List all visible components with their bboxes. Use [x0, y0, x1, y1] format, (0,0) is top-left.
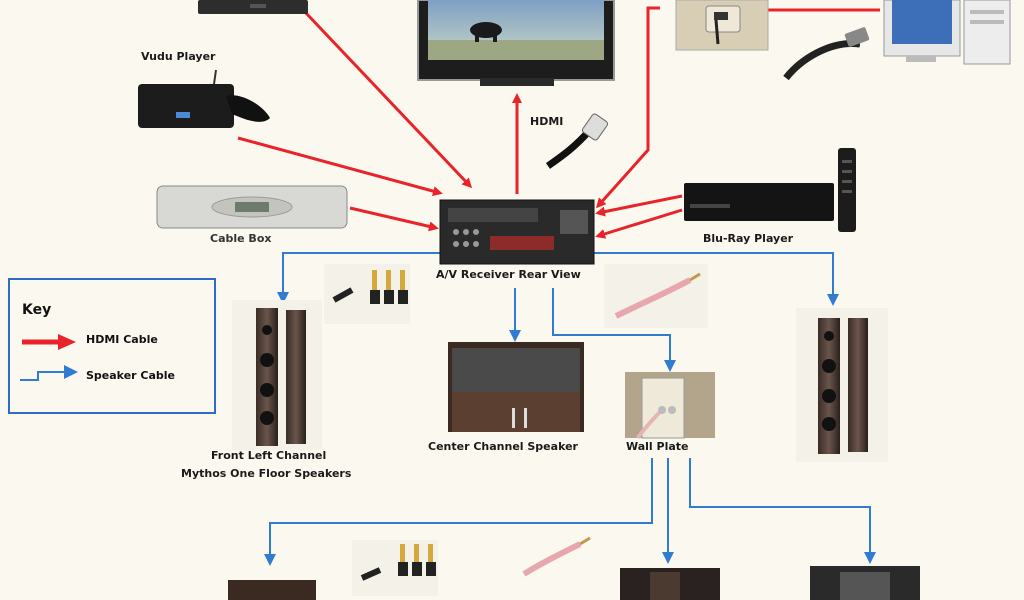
- hdmi-line-vudu: [237, 136, 443, 196]
- top-device-icon: [198, 0, 308, 14]
- center-label: Center Channel Speaker: [428, 440, 578, 453]
- key-speaker-label: Speaker Cable: [86, 369, 176, 382]
- hdmi-line-pc: [596, 6, 660, 209]
- bluray-player-icon: [684, 148, 856, 232]
- rear-right-speaker-icon: [810, 566, 920, 600]
- banana-plugs-bottom-icon: [352, 540, 438, 596]
- speaker-key-arrow-icon: [64, 365, 78, 379]
- banana-plugs-icon: [324, 264, 410, 324]
- hdmi-cable-coil-icon: [783, 27, 870, 81]
- hdmi-line-cablebox: [349, 206, 439, 232]
- key-title: Key: [22, 302, 52, 318]
- hdmi-connector-icon: [545, 113, 609, 169]
- speaker-wire-icon: [604, 264, 708, 328]
- speaker-line-front-left: [277, 252, 440, 304]
- hdmi-line-top-left: [303, 10, 473, 189]
- cable-box-label: Cable Box: [210, 232, 272, 245]
- speaker-line-rear-right: [689, 458, 876, 564]
- key-symbols: [20, 334, 78, 381]
- front-left-speaker-icon: [232, 300, 322, 450]
- hdmi-line-bluray-2: [595, 208, 683, 239]
- cable-box-icon: [156, 185, 348, 229]
- key-hdmi-label: HDMI Cable: [86, 333, 158, 346]
- hdmi-key-arrow-icon: [58, 334, 76, 350]
- vudu-label: Vudu Player: [141, 50, 216, 63]
- speaker-line-front-right: [592, 252, 839, 306]
- hdmi-wall-plug-icon: [675, 0, 769, 51]
- hdmi-line-bluray-1: [595, 194, 683, 217]
- key-legend: Key HDMI Cable Speaker Cable: [8, 278, 216, 414]
- rear-center-speaker-icon: [620, 568, 720, 600]
- front-right-speaker-icon: [796, 308, 888, 462]
- center-speaker-icon: [448, 342, 584, 432]
- rear-left-speaker-icon: [228, 580, 316, 600]
- speaker-line-wall-plate: [552, 288, 676, 372]
- receiver-label: A/V Receiver Rear View: [436, 268, 581, 281]
- speaker-line-rear-left: [264, 458, 653, 566]
- front-left-label-2: Mythos One Floor Speakers: [181, 467, 352, 480]
- speaker-cables: [264, 252, 876, 566]
- hdmi-cables: [237, 5, 880, 239]
- front-left-label-1: Front Left Channel: [211, 449, 327, 462]
- wall-plate-label: Wall Plate: [626, 440, 689, 453]
- tv-icon: [417, 0, 615, 86]
- speaker-wire-bottom-icon: [522, 536, 591, 577]
- bluray-label: Blu-Ray Player: [703, 232, 794, 245]
- computer-icon: [883, 0, 1011, 65]
- wall-plate-icon: [625, 372, 715, 440]
- hdmi-label: HDMI: [530, 115, 564, 128]
- vudu-player-icon: [138, 69, 270, 128]
- av-receiver-icon: [439, 199, 595, 265]
